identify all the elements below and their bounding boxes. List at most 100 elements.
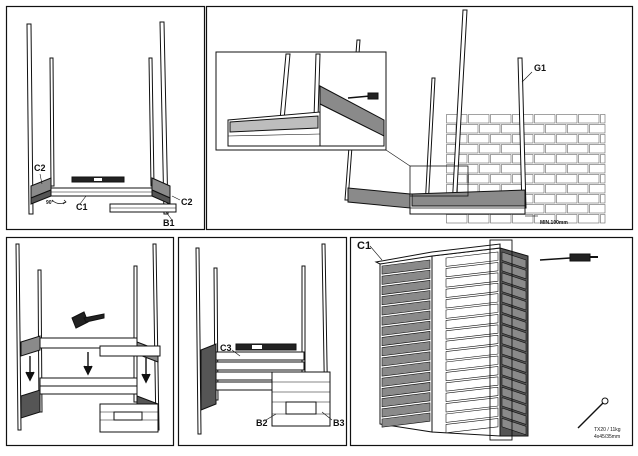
wall-slat: [381, 269, 431, 285]
wall-slat: [501, 251, 527, 269]
wall-slat: [445, 303, 499, 319]
wall-slat: [381, 259, 431, 275]
brick: [523, 144, 545, 154]
back-wall-slats: [445, 251, 499, 434]
brick: [479, 164, 501, 174]
brick: [545, 204, 567, 214]
brick: [523, 124, 545, 134]
panel-2-frame: [205, 5, 634, 231]
wall-slat: [445, 314, 499, 330]
wall-slat: [501, 376, 527, 394]
brick: [446, 214, 468, 224]
brick: [446, 124, 457, 134]
brick: [523, 184, 545, 194]
wall-slat: [445, 355, 499, 371]
label-g1: G1: [534, 63, 547, 73]
brick: [534, 114, 556, 124]
brick: [523, 164, 545, 174]
panel-4-drawing: [195, 243, 333, 435]
wall-slat: [501, 324, 527, 342]
wall-slat: [445, 418, 499, 434]
panel-4-frame: [177, 236, 348, 447]
wall-slat: [501, 272, 527, 290]
wall-slat: [381, 290, 431, 306]
wall-slat: [445, 397, 499, 413]
brick: [545, 164, 567, 174]
label-c3: C3: [220, 343, 232, 353]
brick: [534, 134, 556, 144]
brick: [556, 134, 578, 144]
label-min-gap: MIN.100mm: [540, 220, 568, 226]
wall-slat: [501, 355, 527, 373]
label-screw-spec-2: 4x45/35mm: [594, 434, 621, 440]
brick: [600, 114, 606, 124]
brick: [490, 174, 512, 184]
label-b1: B1: [163, 218, 175, 228]
right-wall-slats: [501, 251, 527, 436]
wall-slat: [445, 282, 499, 298]
wall-slat: [381, 412, 431, 428]
wall-slat: [381, 300, 431, 316]
brick: [534, 174, 556, 184]
brick: [490, 114, 512, 124]
brick: [578, 134, 600, 144]
down-arrow-icon: [25, 352, 151, 384]
brick: [479, 144, 501, 154]
brick: [589, 184, 606, 194]
wall-slat: [501, 334, 527, 353]
brick: [556, 114, 578, 124]
brick: [501, 144, 523, 154]
left-wall-slats: [381, 259, 431, 428]
brick: [567, 144, 589, 154]
brick: [545, 144, 567, 154]
wall-slat: [501, 313, 527, 332]
label-c1: C1: [76, 202, 88, 212]
brick: [556, 214, 578, 224]
brick: [600, 174, 606, 184]
wall-slat: [381, 320, 431, 336]
wall-slat: [501, 407, 527, 425]
brick: [490, 154, 512, 164]
brick: [490, 134, 512, 144]
brick: [534, 154, 556, 164]
wall-slat: [381, 341, 431, 357]
brick: [468, 174, 490, 184]
wall-slat: [381, 280, 431, 295]
spirit-level-icon: [235, 343, 297, 351]
brick: [468, 214, 490, 224]
wall-slat: [381, 351, 431, 367]
wall-slat: [501, 303, 527, 321]
brick: [556, 174, 578, 184]
brick: [589, 124, 606, 134]
wall-slat: [501, 293, 527, 311]
brick: [600, 154, 606, 164]
label-b3: B3: [333, 418, 345, 428]
brick: [534, 194, 556, 204]
wall-slat: [445, 386, 499, 402]
panel-1-drawing: [26, 21, 181, 221]
panel-5-drawing: [369, 239, 609, 441]
brick: [523, 204, 545, 214]
label-angle: 90°: [46, 200, 54, 206]
screw-icon: [577, 397, 609, 429]
panel-5-frame: [349, 236, 634, 447]
brick: [600, 214, 606, 224]
wall-slat: [381, 331, 431, 346]
wall-slat: [501, 345, 527, 363]
wall-slat: [445, 376, 499, 392]
brick: [545, 124, 567, 134]
wall-slat: [381, 402, 431, 418]
wall-slat: [381, 310, 431, 326]
label-b2: B2: [256, 418, 268, 428]
brick: [578, 174, 600, 184]
wall-slat: [381, 361, 431, 377]
panel-2-drawing: [215, 9, 606, 224]
brick: [578, 114, 600, 124]
wall-slat: [501, 282, 527, 301]
wall-slat: [445, 272, 499, 288]
wall-slat: [501, 397, 527, 415]
brick: [490, 214, 512, 224]
brick: [578, 214, 600, 224]
